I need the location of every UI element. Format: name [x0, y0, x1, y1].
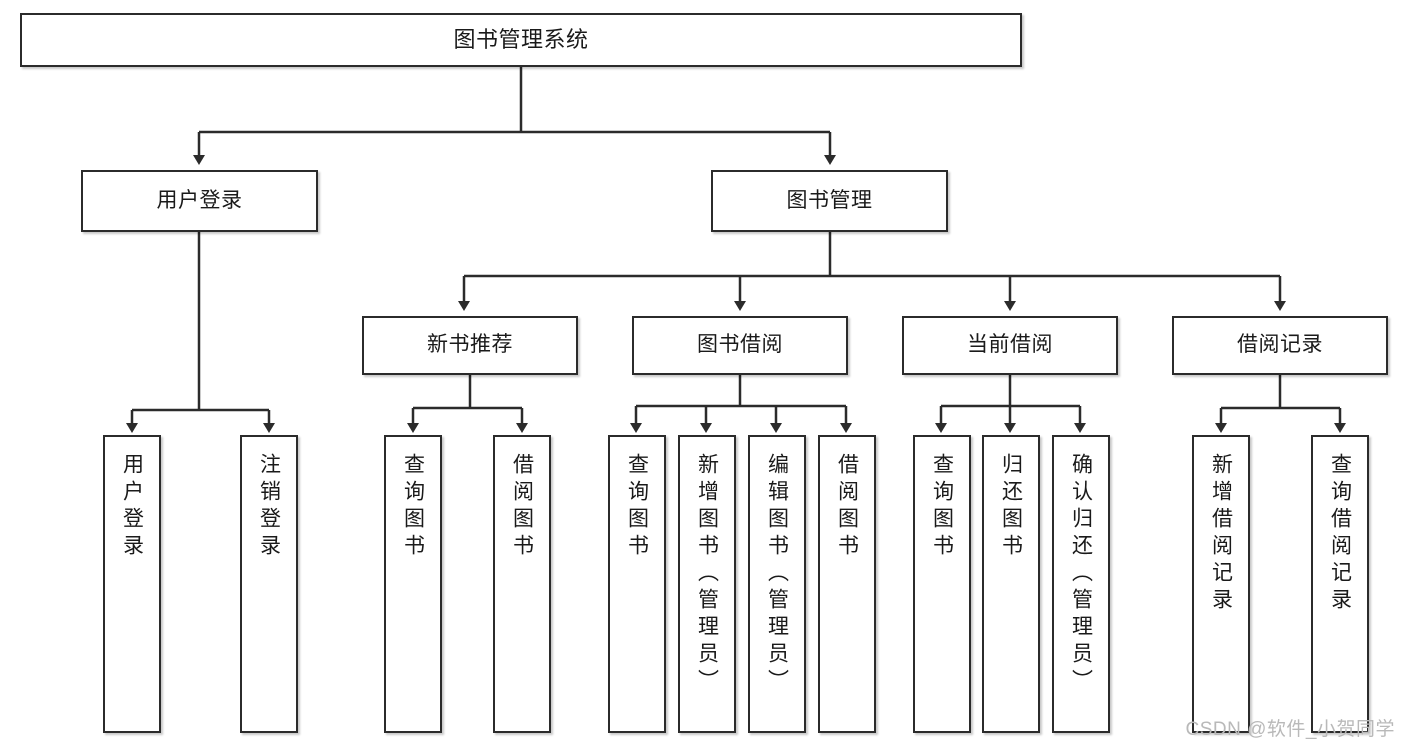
leaf-recommend-query-book[interactable]: 查询图书 — [384, 435, 442, 733]
node-label: 图书管理系统 — [453, 27, 589, 53]
node-book-management[interactable]: 图书管理 — [711, 170, 948, 232]
node-label: 归还图书 — [999, 453, 1023, 561]
node-label: 新增借阅记录 — [1209, 453, 1233, 615]
node-root-system[interactable]: 图书管理系统 — [20, 13, 1022, 67]
node-label: 用户登录 — [120, 453, 144, 561]
leaf-record-add-record[interactable]: 新增借阅记录 — [1192, 435, 1250, 733]
node-label: 注销登录 — [257, 453, 281, 561]
node-label: 查询图书 — [401, 453, 425, 561]
node-label: 查询图书 — [625, 453, 649, 561]
leaf-current-query-book[interactable]: 查询图书 — [913, 435, 971, 733]
node-label: 借阅图书 — [510, 453, 534, 561]
leaf-user-login-signin[interactable]: 用户登录 — [103, 435, 161, 733]
node-label: 查询图书 — [930, 453, 954, 561]
node-borrow-record[interactable]: 借阅记录 — [1172, 316, 1388, 375]
leaf-borrow-add-book[interactable]: 新增图书（管理员） — [678, 435, 736, 733]
node-label: 新增图书（管理员） — [695, 453, 719, 696]
leaf-borrow-edit-book[interactable]: 编辑图书（管理员） — [748, 435, 806, 733]
leaf-user-login-signout[interactable]: 注销登录 — [240, 435, 298, 733]
node-label: 确认归还（管理员） — [1069, 453, 1093, 696]
node-current-borrow[interactable]: 当前借阅 — [902, 316, 1118, 375]
leaf-record-query-record[interactable]: 查询借阅记录 — [1311, 435, 1369, 733]
node-label: 编辑图书（管理员） — [765, 453, 789, 696]
node-user-login[interactable]: 用户登录 — [81, 170, 318, 232]
leaf-current-return-book[interactable]: 归还图书 — [982, 435, 1040, 733]
node-label: 图书管理 — [786, 188, 873, 212]
node-label: 借阅记录 — [1237, 333, 1323, 357]
node-label: 查询借阅记录 — [1328, 453, 1352, 615]
node-label: 新书推荐 — [427, 333, 513, 357]
leaf-recommend-borrow-book[interactable]: 借阅图书 — [493, 435, 551, 733]
node-label: 当前借阅 — [967, 333, 1053, 357]
node-label: 图书借阅 — [697, 333, 783, 357]
node-label: 用户登录 — [156, 188, 243, 212]
leaf-borrow-query-book[interactable]: 查询图书 — [608, 435, 666, 733]
node-new-book-recommend[interactable]: 新书推荐 — [362, 316, 578, 375]
csdn-watermark: CSDN @软件_小贺同学 — [1185, 719, 1395, 740]
leaf-borrow-borrow-book[interactable]: 借阅图书 — [818, 435, 876, 733]
node-book-borrow[interactable]: 图书借阅 — [632, 316, 848, 375]
leaf-current-confirm-return[interactable]: 确认归还（管理员） — [1052, 435, 1110, 733]
node-label: 借阅图书 — [835, 453, 859, 561]
